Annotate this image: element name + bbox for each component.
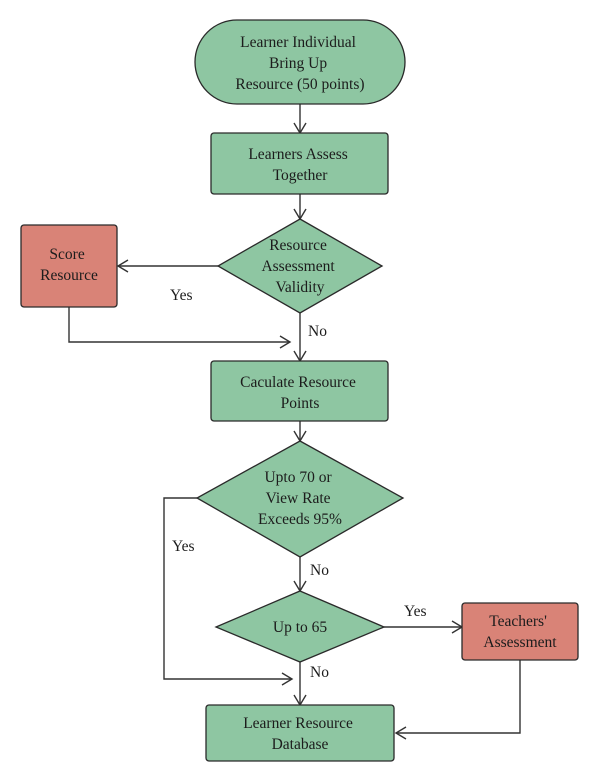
edge-label-validity-yes: Yes <box>170 287 193 304</box>
node-score-line-2: Resource <box>40 267 98 284</box>
node-calculate-label: Caculate Resource Points <box>240 374 360 412</box>
node-database: Learner Resource Database <box>205 704 395 762</box>
node-upto70-line-2: View Rate <box>266 490 331 507</box>
node-assess-line-1: Learners Assess <box>248 146 347 163</box>
node-upto70-shape <box>195 440 405 558</box>
node-start-line-3: Resource (50 points) <box>235 76 364 93</box>
node-database-shape <box>205 704 395 762</box>
node-upto70-line-3: Exceeds 95% <box>258 511 342 528</box>
edge-label-upto65-yes: Yes <box>404 603 427 620</box>
node-validity: Resource Assessment Validity <box>216 218 384 314</box>
edge-label-validity-no: No <box>308 323 327 340</box>
node-start: Learner Individual Bring Up Resource (50… <box>194 19 406 105</box>
node-validity-shape <box>216 218 384 314</box>
node-validity-line-2: Assessment <box>261 258 335 275</box>
node-validity-label: Resource Assessment Validity <box>261 237 338 296</box>
edge-labels: Yes No Yes No Yes No <box>170 287 427 681</box>
node-teachers-line-2: Assessment <box>483 634 557 651</box>
node-upto70-line-1: Upto 70 or <box>264 469 332 486</box>
node-calculate-line-1: Caculate Resource <box>240 374 356 391</box>
node-teachers: Teachers' Assessment <box>461 602 579 661</box>
node-database-label: Learner Resource Database <box>243 715 357 753</box>
node-calculate-line-2: Points <box>281 395 320 412</box>
node-database-line-2: Database <box>272 736 329 753</box>
node-teachers-line-1: Teachers' <box>489 613 547 630</box>
node-upto65-line-1: Up to 65 <box>273 619 328 636</box>
node-teachers-label: Teachers' Assessment <box>483 613 557 651</box>
node-database-line-1: Learner Resource <box>243 715 353 732</box>
node-start-line-2: Bring Up <box>269 55 327 72</box>
connector-upto70-database <box>163 497 292 680</box>
node-score-label: Score Resource <box>40 246 98 284</box>
node-assess: Learners Assess Together <box>210 132 389 195</box>
connector-teachers-database <box>396 660 521 734</box>
arrowhead <box>279 335 292 349</box>
node-start-line-1: Learner Individual <box>240 34 356 51</box>
node-score: Score Resource <box>20 224 118 308</box>
node-upto70: Upto 70 or View Rate Exceeds 95% <box>195 440 405 558</box>
node-calculate-shape <box>210 360 389 422</box>
node-assess-shape <box>210 132 389 195</box>
node-assess-label: Learners Assess Together <box>248 146 351 184</box>
arrowhead <box>281 672 294 686</box>
connector-score-join <box>68 307 290 343</box>
node-validity-line-1: Resource <box>269 237 327 254</box>
node-assess-line-2: Together <box>273 167 329 184</box>
node-teachers-shape <box>461 602 579 661</box>
node-validity-line-3: Validity <box>275 279 324 296</box>
node-start-label: Learner Individual Bring Up Resource (50… <box>235 34 364 93</box>
node-start-shape <box>194 19 406 105</box>
node-upto65: Up to 65 <box>214 590 386 663</box>
node-score-line-1: Score <box>49 246 84 263</box>
node-upto65-shape <box>214 590 386 663</box>
node-upto65-label: Up to 65 <box>273 619 328 636</box>
node-score-shape <box>20 224 118 308</box>
node-upto70-label: Upto 70 or View Rate Exceeds 95% <box>258 469 342 528</box>
node-calculate: Caculate Resource Points <box>210 360 389 422</box>
edge-label-upto65-no: No <box>310 664 329 681</box>
arrowhead <box>394 726 407 740</box>
edge-label-upto70-yes: Yes <box>172 538 195 555</box>
edge-label-upto70-no: No <box>310 562 329 579</box>
arrowhead <box>116 259 129 273</box>
